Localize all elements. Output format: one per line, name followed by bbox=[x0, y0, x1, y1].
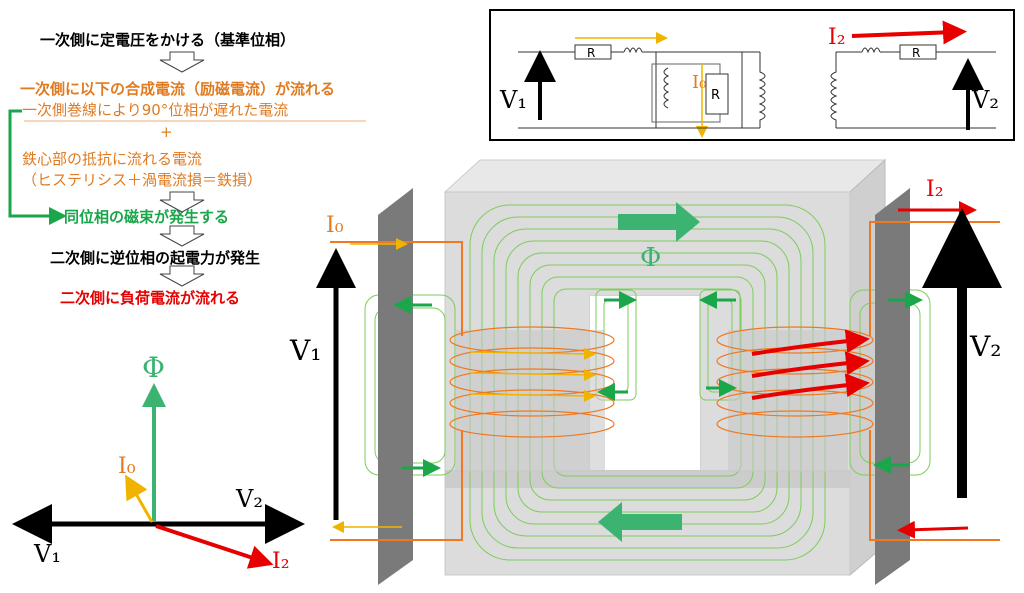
flow-arrows bbox=[159, 51, 205, 287]
secondary-current-arrow bbox=[751, 329, 870, 356]
primary-current-arrow bbox=[469, 389, 596, 402]
flow-step-1: 一次側に定電圧をかける（基準位相） bbox=[40, 31, 296, 49]
primary-lead-bottom bbox=[330, 430, 463, 541]
circuit-resistor-core bbox=[705, 73, 729, 115]
circuit-frame bbox=[489, 9, 1015, 141]
flow-step-5: 二次側に負荷電流が流れる bbox=[60, 289, 241, 307]
core-top-face bbox=[443, 159, 887, 193]
flux-arrow-top bbox=[618, 202, 700, 242]
phasor-diagram: Φ I₀ V₂ V₁ I₂ bbox=[12, 351, 305, 574]
transformer-3d: I₀ I₂ Φ V₁ V₂ bbox=[289, 158, 1002, 585]
phasor-v2-label: V₂ bbox=[235, 485, 263, 513]
secondary-terminal-plate bbox=[875, 188, 910, 585]
equivalent-circuit: R R I₀ R I₂ V₁ V₂ bbox=[489, 9, 1015, 141]
flow-down-arrow bbox=[159, 51, 205, 73]
secondary-current-arrow bbox=[751, 373, 870, 400]
primary-turn bbox=[449, 410, 615, 438]
flow-step-2c: （ヒステリシス＋渦電流損＝鉄損） bbox=[22, 171, 263, 189]
circuit-secondary-coil bbox=[830, 52, 838, 128]
transformer-i0-label: I₀ bbox=[326, 213, 344, 238]
flow-bracket-arrow bbox=[8, 109, 67, 225]
primary-terminal-plate bbox=[378, 188, 413, 585]
circuit-inductor-l2 bbox=[861, 47, 881, 54]
flow-plus: + bbox=[160, 123, 173, 141]
circuit-i2-label: I₂ bbox=[828, 25, 846, 50]
flow-down-arrow bbox=[159, 225, 205, 247]
secondary-lead-bottom bbox=[869, 430, 1000, 541]
flow-step-3: 同位相の磁束が発生する bbox=[64, 208, 230, 226]
primary-current-arrow bbox=[469, 347, 596, 360]
secondary-coil-body bbox=[728, 330, 848, 472]
circuit-i0-label: I₀ bbox=[692, 72, 706, 93]
transformer-i2-label: I₂ bbox=[926, 177, 944, 202]
transformer-phi-label: Φ bbox=[640, 243, 661, 273]
flow-step-2b: 鉄心部の抵抗に流れる電流 bbox=[22, 150, 203, 168]
primary-lead-top bbox=[330, 241, 463, 336]
circuit-v2-label: V₂ bbox=[971, 86, 999, 114]
primary-turn bbox=[449, 389, 615, 417]
phasor-i0-arrow bbox=[125, 474, 154, 523]
secondary-turn bbox=[716, 326, 874, 354]
phasor-i0-label: I₀ bbox=[118, 454, 136, 479]
core-window bbox=[590, 296, 700, 470]
phasor-i2-label: I₂ bbox=[272, 549, 290, 574]
circuit-i2-arrow bbox=[851, 20, 967, 45]
secondary-current-in-arrow bbox=[897, 520, 969, 539]
phasor-phi-label: Φ bbox=[142, 351, 165, 384]
transformer-v1-label: V₁ bbox=[289, 334, 321, 367]
flow-down-arrow bbox=[159, 265, 205, 287]
primary-current-arrow bbox=[469, 368, 596, 381]
primary-winding bbox=[449, 326, 615, 472]
flow-step-2a: 一次側巻線により90°位相が遅れた電流 bbox=[22, 101, 289, 119]
circuit-magnetizing-inductor bbox=[663, 67, 670, 109]
secondary-winding bbox=[716, 326, 874, 472]
circuit-r1-label: R bbox=[587, 46, 595, 60]
flow-down-arrow bbox=[159, 191, 205, 213]
circuit-primary-coil bbox=[758, 52, 766, 128]
secondary-turn bbox=[716, 410, 874, 438]
secondary-current-arrow bbox=[751, 351, 870, 378]
phasor-v1-label: V₁ bbox=[33, 540, 61, 568]
circuit-inductor-l1 bbox=[623, 47, 643, 54]
phasor-i2-arrow bbox=[155, 524, 274, 569]
flow-step-2: 一次側に以下の合成電流（励磁電流）が流れる bbox=[20, 80, 336, 98]
circuit-core-r-label: R bbox=[711, 88, 720, 103]
circuit-r2-label: R bbox=[912, 46, 920, 60]
flux-arrow-bottom bbox=[598, 502, 682, 542]
circuit-v1-label: V₁ bbox=[499, 86, 527, 114]
flow-step-4: 二次側に逆位相の起電力が発生 bbox=[50, 249, 261, 267]
transformer-v2-label: V₂ bbox=[969, 330, 1001, 363]
